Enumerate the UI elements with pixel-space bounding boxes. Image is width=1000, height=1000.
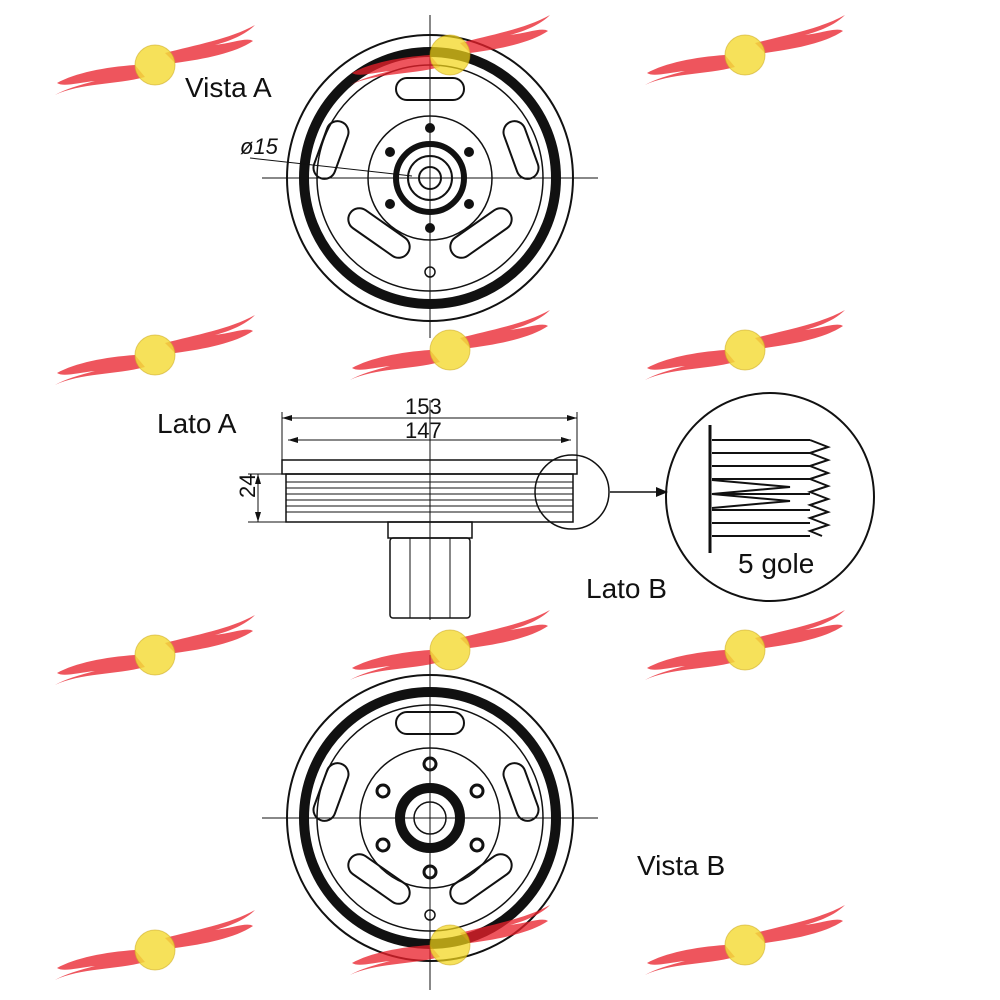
grooves-label: 5 gole xyxy=(738,548,814,579)
watermark-stamp xyxy=(644,309,846,381)
vista-b-hub-thick xyxy=(395,783,465,853)
hub-shaft xyxy=(389,537,471,619)
width-inner-label: 147 xyxy=(405,418,442,443)
height-label: 24 xyxy=(235,474,260,498)
vista-b-bolt-holes xyxy=(375,756,485,880)
vista-a-hub-thick xyxy=(393,141,467,215)
vista-a-slots xyxy=(312,77,540,259)
groove-profile xyxy=(807,439,831,537)
vista-b-bore xyxy=(413,801,447,835)
watermark-stamp xyxy=(644,14,846,86)
watermark-stamp xyxy=(644,609,846,681)
groove-detail: 5 gole xyxy=(665,392,875,602)
vista-a-label: Vista A xyxy=(185,72,272,103)
watermark-stamp xyxy=(644,904,846,976)
watermark-stamp xyxy=(349,609,551,681)
watermark-stamp xyxy=(54,314,256,386)
vista-b-view: Vista B xyxy=(262,655,725,990)
watermark-stamp xyxy=(349,904,551,976)
lato-a-label: Lato A xyxy=(157,408,237,439)
diameter-label: ø15 xyxy=(240,134,279,159)
vista-a-bore xyxy=(418,166,442,190)
vista-b-outer-ring xyxy=(286,674,574,962)
watermark-stamp xyxy=(54,614,256,686)
vista-a-bolt-holes xyxy=(385,123,474,233)
vista-b-label: Vista B xyxy=(637,850,725,881)
detail-callout-circle xyxy=(534,454,610,530)
vista-a-timing-hole xyxy=(424,266,436,278)
width-outer-label: 153 xyxy=(405,394,442,419)
lato-b-label: Lato B xyxy=(586,573,667,604)
vista-a-outer-ring xyxy=(286,34,574,322)
vista-a-hub-ring xyxy=(367,115,493,241)
vista-b-hub-ring xyxy=(359,747,501,889)
watermark-stamp xyxy=(54,909,256,981)
lato-a-view: 153 147 24 Lato A xyxy=(157,394,668,620)
vista-b-slots xyxy=(312,711,540,905)
vista-a-bore-outer xyxy=(407,155,453,201)
detail-circle xyxy=(665,392,875,602)
vista-b-timing-hole xyxy=(424,909,436,921)
diameter-leader xyxy=(249,157,413,177)
watermark-stamp xyxy=(349,14,551,86)
